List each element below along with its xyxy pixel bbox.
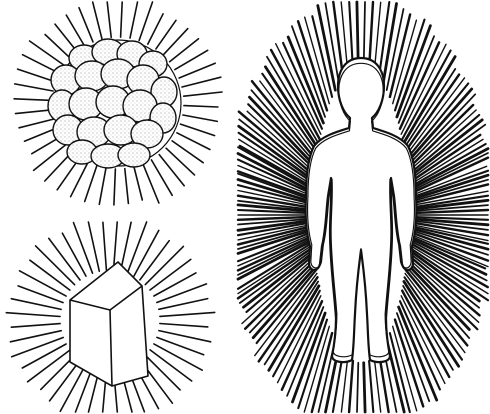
radiating-line <box>151 160 172 195</box>
radiating-line <box>181 124 215 136</box>
aura-line <box>390 333 410 412</box>
radiating-line <box>62 233 86 276</box>
radiating-line <box>14 99 52 101</box>
radiating-line <box>134 230 159 276</box>
radiating-line <box>157 337 204 354</box>
radiating-line <box>148 14 163 44</box>
cell-cluster-icon <box>48 39 181 168</box>
radiating-line <box>154 273 196 296</box>
aura-line <box>357 363 358 412</box>
aura-line <box>406 263 469 330</box>
radiating-line <box>93 2 102 39</box>
radiating-line <box>166 148 194 175</box>
radiating-line <box>160 312 215 316</box>
radiating-line <box>130 2 138 38</box>
aura-line <box>305 17 330 104</box>
radiating-line <box>16 110 53 114</box>
radiating-line <box>160 324 208 327</box>
aura-line <box>374 357 381 412</box>
radiating-line <box>183 115 217 121</box>
radiating-line <box>10 331 61 342</box>
cell <box>118 143 150 167</box>
radiating-line <box>103 222 107 270</box>
radiating-line <box>20 271 67 296</box>
radiating-line <box>145 355 180 390</box>
radiating-line <box>140 241 169 280</box>
radiating-line <box>22 344 66 368</box>
radiating-line <box>121 2 123 37</box>
radiating-line <box>18 69 56 82</box>
radiating-line <box>154 344 202 370</box>
radiating-line <box>184 106 218 107</box>
radiating-line <box>18 286 63 303</box>
radiating-line <box>182 77 221 87</box>
radiating-line <box>34 144 67 170</box>
crystal-icon <box>70 262 148 386</box>
radiating-line <box>25 128 57 141</box>
human-silhouette-icon <box>306 58 417 362</box>
radiating-line <box>11 299 61 310</box>
radiating-line <box>134 167 142 200</box>
radiating-line <box>125 169 129 204</box>
radiating-line <box>19 119 54 128</box>
radiating-line <box>159 299 208 310</box>
radiating-line <box>107 2 111 37</box>
aura-line <box>406 266 469 338</box>
crystal-panel <box>6 222 214 412</box>
aura-line <box>341 357 347 412</box>
radiating-line <box>6 313 60 317</box>
radiating-line <box>184 92 222 96</box>
radiating-line <box>15 84 53 91</box>
radiating-line <box>179 63 215 78</box>
radiating-line <box>121 222 132 271</box>
aura-line <box>369 361 373 412</box>
aura-line <box>379 2 389 78</box>
cell-cluster-panel <box>14 2 222 205</box>
radiating-line <box>99 168 106 204</box>
aura-line <box>250 263 316 333</box>
radiating-line <box>60 364 86 411</box>
radiating-line <box>85 166 97 202</box>
radiating-line <box>114 169 116 205</box>
radiating-line <box>11 324 60 328</box>
radiating-line <box>159 331 211 342</box>
aura-line <box>364 363 365 412</box>
human-aura-panel <box>238 2 488 412</box>
radiating-line <box>79 8 93 42</box>
aura-line <box>349 361 353 412</box>
radiating-line <box>139 2 152 41</box>
radiating-line <box>88 222 99 271</box>
